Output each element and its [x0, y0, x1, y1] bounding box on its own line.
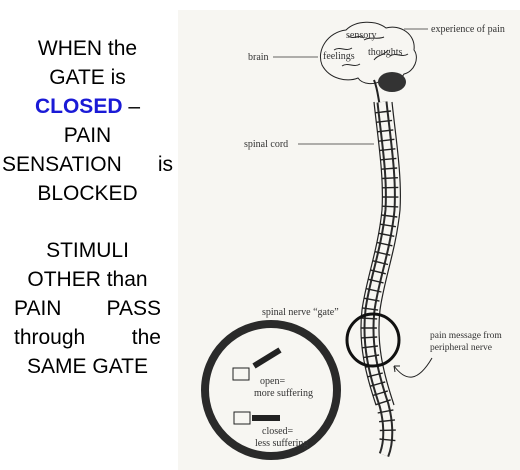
- dash: –: [122, 95, 141, 118]
- text-line: CLOSED –: [0, 92, 175, 121]
- vertebra-tick: [381, 167, 398, 170]
- vertebra-tick: [377, 409, 394, 414]
- vertebra-tick: [370, 269, 386, 275]
- vertebra-tick: [378, 232, 395, 237]
- label-pain-message-line1: pain message from: [430, 330, 502, 341]
- text-line: OTHER than: [27, 268, 148, 291]
- label-open: open=: [260, 376, 285, 387]
- label-more-suffering: more suffering: [254, 388, 313, 399]
- vertebra-tick: [376, 119, 393, 123]
- vertebra-tick: [380, 157, 397, 161]
- open-gate-bar: [252, 347, 282, 369]
- vertebra-tick: [365, 287, 382, 293]
- word: is: [157, 153, 173, 176]
- spine-gate-illustration: experience of pain sensory brain feeling…: [178, 10, 520, 470]
- label-spinal-cord: spinal cord: [244, 139, 288, 150]
- cerebellum-drawing: [378, 72, 406, 92]
- vertebra-tick: [375, 110, 392, 114]
- label-gate-title: spinal nerve “gate”: [262, 307, 339, 318]
- vertebra-tick: [379, 438, 396, 442]
- brain-drawing: [320, 21, 417, 85]
- text-line: PAIN PASS: [0, 294, 175, 323]
- open-gate-post: [232, 367, 250, 381]
- vertebra-tick: [367, 278, 384, 284]
- label-thoughts: thoughts: [368, 47, 403, 58]
- vertebra-tick: [369, 381, 386, 387]
- label-sensory: sensory: [346, 30, 377, 41]
- vertebra-tick: [381, 214, 398, 218]
- vertebra-tick: [376, 241, 393, 247]
- text-line: SAME GATE: [27, 355, 148, 378]
- closed-gate-post: [233, 411, 251, 425]
- vertebra-tick: [381, 177, 398, 180]
- text-line: STIMULI: [46, 239, 129, 262]
- arrowhead: [393, 365, 400, 373]
- vertebra-tick: [379, 148, 396, 152]
- vertebra-tick: [363, 354, 380, 359]
- vertebra-tick: [379, 223, 397, 228]
- text-line: through the: [0, 323, 175, 352]
- vertebra-tick: [379, 419, 396, 423]
- vertebra-tick: [374, 250, 391, 256]
- word: through: [14, 326, 86, 349]
- text-line: WHEN the: [37, 37, 138, 60]
- spine-gate-circle: [345, 312, 401, 368]
- label-pain-message-line2: peripheral nerve: [430, 343, 492, 353]
- spine-drawing: experience of pain sensory brain feeling…: [201, 21, 505, 460]
- word: the: [131, 326, 161, 349]
- vertebra-tick: [361, 345, 378, 349]
- label-less-suffering: less suffering: [255, 438, 308, 449]
- spinal-column-drawing: [360, 101, 401, 458]
- spacer: [0, 208, 175, 236]
- text-line: SENSATION is: [0, 150, 175, 179]
- pain-arrow: [393, 357, 433, 378]
- word: PASS: [106, 297, 161, 320]
- vertebra-tick: [377, 129, 394, 133]
- slide-text-block: WHEN the GATE is CLOSED – PAIN SENSATION…: [0, 34, 175, 381]
- vertebra-tick: [372, 390, 389, 397]
- closed-highlight: CLOSED: [34, 95, 123, 118]
- label-closed: closed=: [262, 426, 294, 437]
- text-line: PAIN: [63, 124, 112, 147]
- word: SENSATION: [2, 153, 122, 176]
- vertebra-tick: [363, 297, 380, 302]
- vertebra-tick: [382, 205, 399, 208]
- vertebra-tick: [361, 336, 378, 339]
- vertebra-tick: [378, 138, 395, 142]
- text-line: GATE is: [49, 66, 126, 89]
- gate-diagram-circle: [201, 320, 341, 460]
- label-experience-of-pain: experience of pain: [431, 24, 505, 35]
- vertebra-tick: [372, 260, 389, 266]
- label-feelings: feelings: [323, 51, 355, 62]
- label-brain: brain: [248, 52, 269, 63]
- text-line: BLOCKED: [37, 182, 138, 205]
- vertebra-tick: [367, 372, 383, 378]
- word: PAIN: [14, 297, 62, 320]
- vertebra-tick: [361, 317, 378, 320]
- vertebra-tick: [362, 307, 379, 311]
- vertebra-tick: [375, 399, 391, 406]
